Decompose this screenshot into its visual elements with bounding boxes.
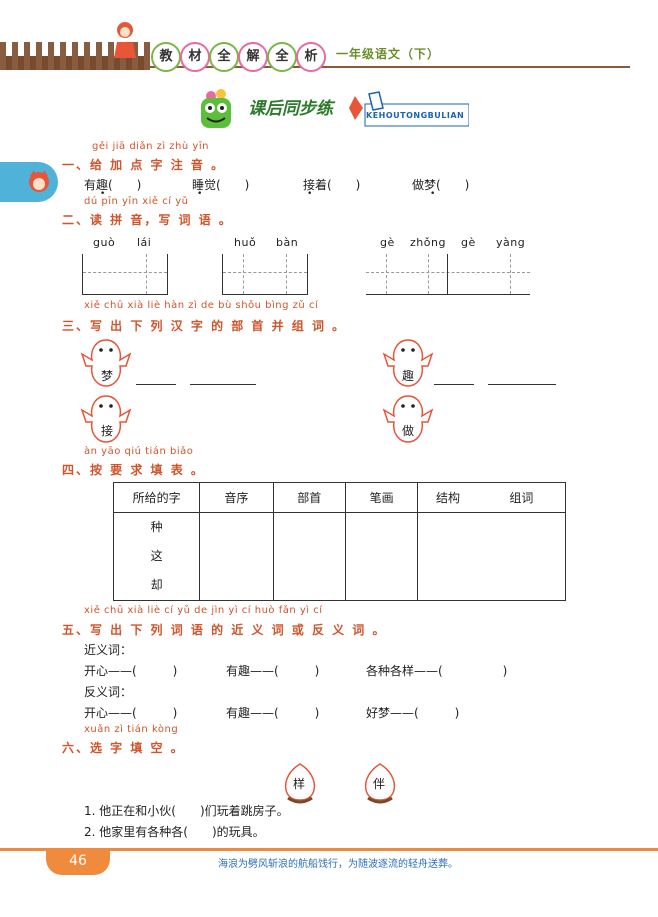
page-number: 46 [46,849,110,875]
emphasis-dot: • [100,189,106,199]
header-subtitle: 一年级语文（下） [336,47,441,61]
s3-radical-blank-3[interactable] [434,384,474,385]
table-row-chars: 种 这 却 [112,512,201,601]
s4-table: 所给的字 音序 部首 笔画 结构 组词 种 这 却 [112,482,566,601]
cat-mascot-icon [29,170,49,192]
s2-writing-box-2[interactable] [222,254,308,295]
s3-char-2: 接 [101,424,114,438]
s1-item-1: 有趣( ) [84,178,142,192]
s2-g2-py1: huǒ [234,236,257,249]
s2-g1-py2: lái [137,236,152,249]
s2-g3-py3: gè [461,236,476,249]
header-char-4: 解 [238,42,268,72]
s3-char-4: 做 [402,424,415,438]
doll-mascot-icon [114,22,136,58]
s2-g3-py1: gè [380,236,395,249]
s6-pinyin: xuǎn zì tián kòng [84,724,179,735]
lesson-banner [197,88,469,132]
table-cell-yinxu[interactable] [199,512,274,601]
table-cell-bushou[interactable] [272,512,346,601]
banner-pinyin: KEHOUTONGBULIAN [366,111,465,120]
table-header: 笔画 [344,482,419,513]
s2-title: 二、读 拼 音，写 词 语 。 [62,213,233,227]
s5-title: 五、写 出 下 列 词 语 的 近 义 词 或 反 义 词 。 [62,623,387,637]
header-rule [150,66,630,68]
s5-syn-label: 近义词： [84,643,133,657]
hand-pointer-icon [368,91,384,111]
s1-item-4: 做梦( ) [412,178,470,192]
s4-title: 四、按 要 求 填 表 。 [62,463,205,477]
s2-g3-py4: yàng [496,236,526,249]
s4-pinyin: àn yāo qiú tián biǎo [84,446,194,457]
footer-rule [0,848,658,851]
peach-ghost-icon [80,339,132,387]
table-cell-jiegou-zuci[interactable] [417,512,566,601]
peach-ghost-icon [382,395,434,443]
s1-pinyin: gěi jiā diǎn zì zhù yīn [92,141,209,152]
s5-syn-item-1: 开心——( ) [84,664,178,678]
s2-g1-py1: guò [93,236,116,249]
header-char-2: 材 [180,42,210,72]
table-cell-bihua[interactable] [344,512,419,601]
s3-radical-blank-1[interactable] [136,384,176,385]
s6-option-2: 伴 [373,777,386,791]
table-header: 部首 [272,482,346,513]
s3-word-blank-3[interactable] [488,384,556,385]
header-char-3: 全 [209,42,239,72]
s6-question-1: 1. 他正在和小伙( )们玩着跳房子。 [84,804,289,818]
emphasis-dot: • [430,189,436,199]
s3-char-1: 梦 [101,369,114,383]
header-char-6: 析 [296,42,326,72]
s5-syn-item-3: 各种各样——( ) [366,664,508,678]
peach-ghost-icon [382,339,434,387]
s1-title: 一、给 加 点 字 注 音 。 [62,158,226,172]
s5-ant-label: 反义词： [84,685,133,699]
table-char: 这 [150,549,163,563]
s2-writing-box-3[interactable] [366,254,530,295]
emphasis-dot: • [307,189,313,199]
table-char: 种 [150,520,163,534]
emphasis-dot: • [197,189,203,199]
green-monster-icon [201,89,231,128]
s5-ant-item-2: 有趣——( ) [226,706,320,720]
peach-icon [364,763,396,804]
table-header: 音序 [199,482,274,513]
s6-question-2: 2. 他家里有各种各( )的玩具。 [84,825,265,839]
s5-ant-item-3: 好梦——( ) [366,706,460,720]
table-header: 结构 [417,482,478,513]
s2-writing-box-1[interactable] [82,254,168,295]
footer-motto: 海浪为劈风斩浪的航船饯行，为随波逐流的轻舟送葬。 [218,859,458,870]
table-header: 所给的字 [112,482,201,513]
s5-ant-item-1: 开心——( ) [84,706,178,720]
table-header: 组词 [477,482,566,513]
s1-item-2: 睡觉( ) [192,178,250,192]
s5-pinyin: xiě chū xià liè cí yǔ de jìn yì cí huò f… [84,605,323,616]
s6-title: 六、选 字 填 空 。 [62,741,185,755]
s5-syn-item-2: 有趣——( ) [226,664,320,678]
s6-option-1: 样 [293,777,306,791]
peach-ghost-icon [80,395,132,443]
banner-title: 课后同步练 [248,99,333,119]
s2-g2-py2: bàn [276,236,299,249]
peach-icon [284,763,316,804]
table-char: 却 [150,578,163,592]
s3-char-3: 趣 [402,369,415,383]
s2-g3-py2: zhǒng [410,236,446,249]
s2-pinyin: dú pīn yīn xiě cí yǔ [84,196,189,207]
s1-item-3: 接着( ) [303,178,361,192]
s3-title: 三、写 出 下 列 汉 字 的 部 首 并 组 词 。 [62,319,347,333]
header-char-5: 全 [267,42,297,72]
header-checker-pattern-2 [0,56,150,70]
header-char-1: 教 [151,42,181,72]
s3-word-blank-1[interactable] [190,384,256,385]
s3-pinyin: xiě chū xià liè hàn zì de bù shǒu bìng z… [84,300,319,311]
